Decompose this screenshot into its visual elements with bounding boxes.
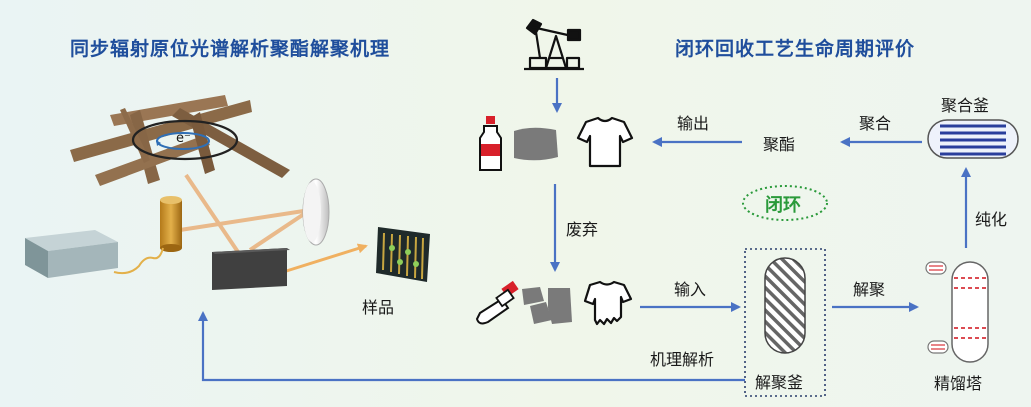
input-label: 输入 — [674, 280, 707, 299]
mechanism-analysis-label: 机理解析 — [650, 350, 715, 369]
closed-loop-label: 闭环 — [765, 195, 801, 216]
shirt-icon — [576, 116, 634, 168]
left-panel-title: 同步辐射原位光谱解析聚酯解聚机理 — [70, 38, 391, 60]
depolymerize-label: 解聚 — [853, 280, 886, 299]
oil-pump-jack-icon — [524, 18, 584, 71]
sample-label: 样品 — [362, 298, 395, 317]
depolymerization-kettle-label: 解聚釜 — [755, 373, 804, 392]
electron-ring — [131, 119, 239, 161]
flow-arrows — [198, 78, 971, 382]
light-source-box — [25, 230, 118, 278]
polyester-label: 聚酯 — [763, 135, 796, 154]
light-beams — [179, 173, 368, 275]
polymerization-kettle-label: 聚合釜 — [941, 96, 990, 115]
grating-block — [212, 248, 290, 290]
torn-shirt-icon — [583, 280, 633, 326]
distillation-tower-label: 精馏塔 — [934, 374, 983, 393]
synchrotron-beam-frame — [70, 95, 290, 186]
sample-grid — [376, 227, 430, 282]
bottle-icon — [479, 116, 502, 171]
polymerization-kettle-capsule — [927, 119, 1019, 159]
purify-label: 纯化 — [975, 210, 1008, 229]
mirror-disc — [302, 178, 330, 246]
depolymerization-kettle — [744, 248, 826, 397]
plastic-blob-icon — [514, 127, 558, 161]
electron-label: e⁻ — [176, 131, 191, 146]
broken-bottle-icon — [475, 280, 519, 325]
closed-loop-ellipse — [742, 185, 828, 221]
polymerize-label: 聚合 — [859, 114, 892, 133]
output-label: 输出 — [677, 114, 710, 133]
broken-plastic-icon — [522, 287, 572, 324]
detector-cylinder — [113, 196, 182, 275]
right-panel-title: 闭环回收工艺生命周期评价 — [675, 38, 916, 60]
distillation-tower — [925, 261, 989, 363]
discard-label: 废弃 — [566, 220, 599, 239]
